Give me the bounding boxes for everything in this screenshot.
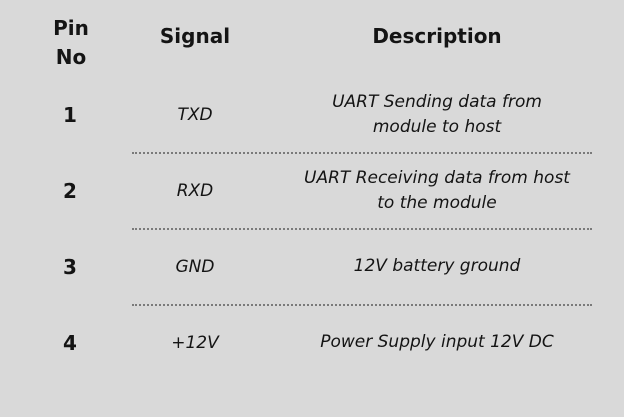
- table-header-row: Pin No Signal Description: [30, 14, 594, 72]
- table-row: 2 RXD UART Receiving data from host to the…: [30, 154, 594, 228]
- row-divider: [132, 152, 592, 154]
- row-divider: [132, 304, 592, 306]
- description-text: UART Receiving data from host to the mod…: [304, 167, 570, 214]
- table-row: 4 +12V Power Supply input 12V DC: [30, 306, 594, 380]
- description-text: 12V battery ground: [353, 256, 521, 277]
- header-pin-no: Pin No: [53, 16, 89, 69]
- table-row: 1 TXD UART Sending data from module to hos…: [30, 78, 594, 152]
- signal-cell: RXD: [176, 181, 214, 201]
- description-cell: 12V battery ground: [280, 254, 594, 280]
- description-cell: Power Supply input 12V DC: [280, 330, 594, 356]
- signal-cell: +12V: [171, 333, 219, 353]
- description-cell: UART Receiving data from host to the mod…: [280, 166, 594, 217]
- signal-cell: GND: [175, 257, 215, 277]
- pin-number-cell: 3: [63, 255, 77, 279]
- table-row: 3 GND 12V battery ground: [30, 230, 594, 304]
- signal-cell: TXD: [177, 105, 213, 125]
- pin-number-cell: 2: [63, 179, 77, 203]
- header-signal: Signal: [159, 24, 231, 48]
- pin-number-cell: 1: [63, 103, 77, 127]
- pin-number-cell: 4: [63, 331, 77, 355]
- description-cell: UART Sending data from module to host: [280, 90, 594, 141]
- row-divider: [132, 228, 592, 230]
- table-body: 1 TXD UART Sending data from module to hos…: [30, 78, 594, 380]
- header-description: Description: [372, 24, 502, 48]
- description-text: UART Sending data from module to host: [332, 91, 542, 138]
- description-text: Power Supply input 12V DC: [320, 332, 554, 353]
